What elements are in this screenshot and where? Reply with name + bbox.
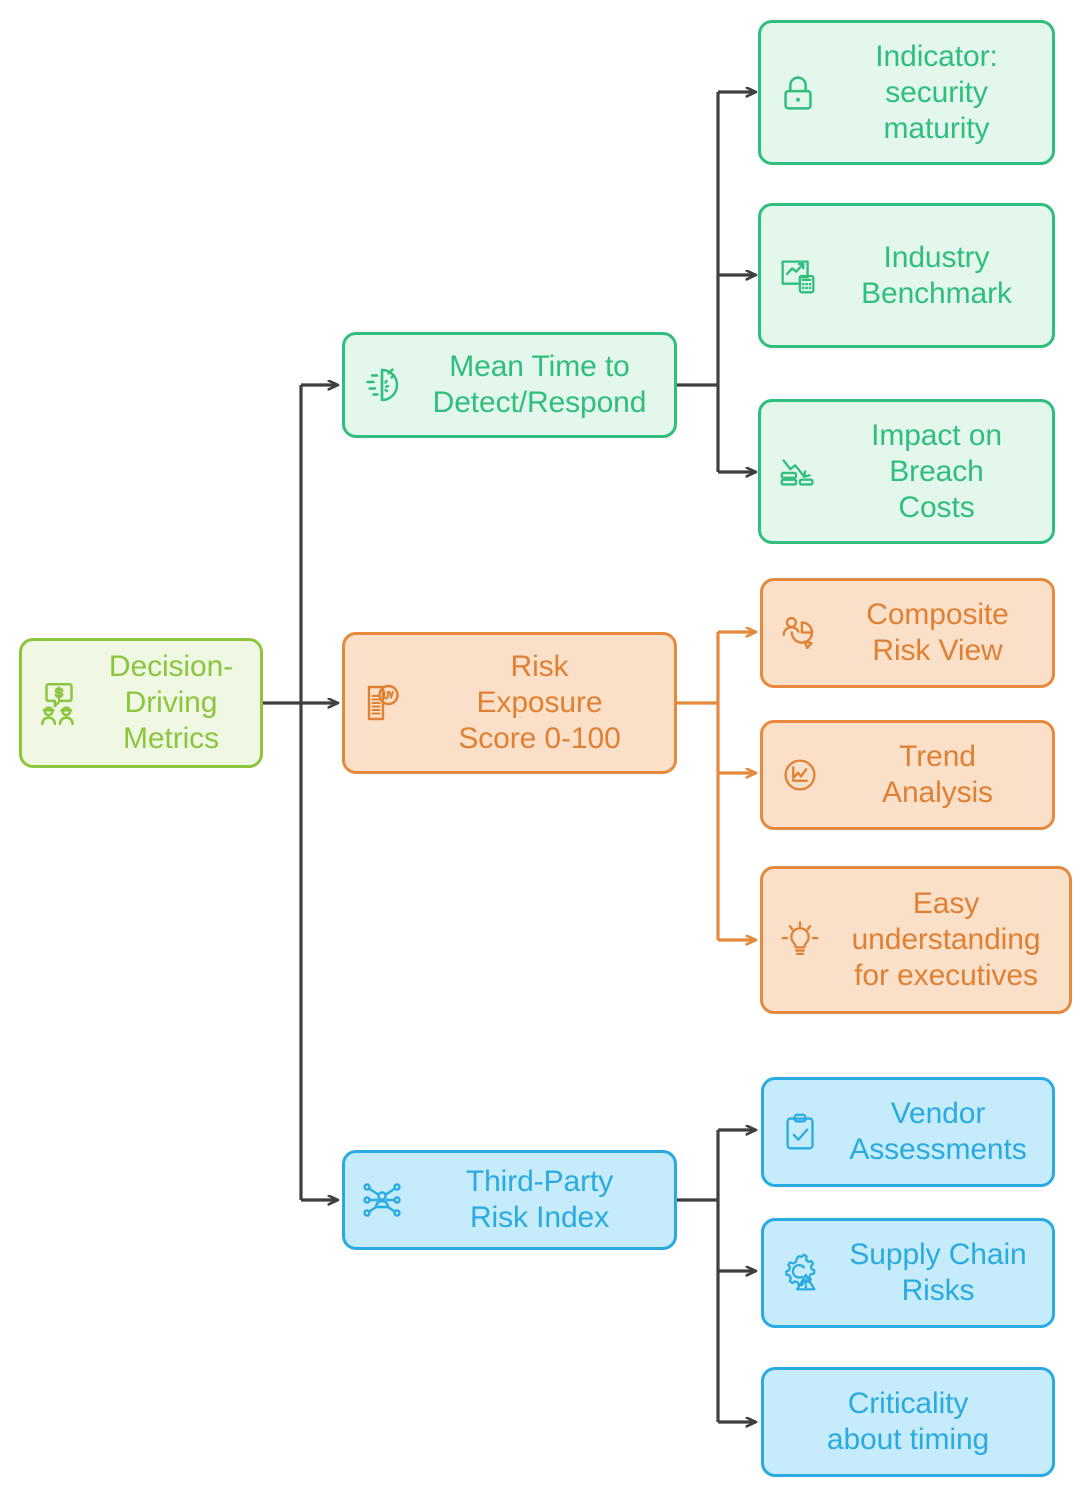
circle-line-chart-icon <box>773 748 827 802</box>
node-label: Criticality about timing <box>826 1387 990 1456</box>
node-label: Vendor Assessments <box>849 1097 1027 1166</box>
stopwatch-speed-icon <box>355 358 409 412</box>
node-label: Indicator: security maturity <box>875 39 998 145</box>
network-people-nodes-icon <box>355 1173 409 1227</box>
node-decision-driving-metrics[interactable]: Decision- Driving Metrics <box>19 638 263 768</box>
node-label: Decision- Driving Metrics <box>108 650 234 755</box>
node-label: Industry Benchmark <box>861 240 1012 310</box>
node-risk-exposure-score[interactable]: Risk Exposure Score 0-100 <box>342 632 677 774</box>
node-label: Risk Exposure Score 0-100 <box>458 650 621 755</box>
node-indicator-security-maturity[interactable]: Indicator: security maturity <box>758 20 1055 165</box>
node-criticality-about-timing[interactable]: Criticality about timing <box>761 1367 1055 1477</box>
document-uv-badge-icon <box>355 676 409 730</box>
node-trend-analysis[interactable]: Trend Analysis <box>760 720 1055 830</box>
node-label: Trend Analysis <box>882 740 993 809</box>
clipboard-check-icon <box>774 1105 828 1159</box>
lightbulb-icon <box>773 913 827 967</box>
gear-warning-icon <box>774 1246 828 1300</box>
node-mean-time-to-detect-respond[interactable]: Mean Time to Detect/Respond <box>342 332 677 438</box>
node-label: Supply Chain Risks <box>849 1238 1027 1307</box>
person-pie-chart-icon <box>773 606 827 660</box>
node-label: Impact on Breach Costs <box>871 418 1002 524</box>
people-dollar-speech-bubble-icon <box>32 676 86 730</box>
node-third-party-risk-index[interactable]: Third-Party Risk Index <box>342 1150 677 1250</box>
node-label: Composite Risk View <box>866 598 1009 667</box>
node-supply-chain-risks[interactable]: Supply Chain Risks <box>761 1218 1055 1328</box>
node-easy-understanding-for-executives[interactable]: Easy understanding for executives <box>760 866 1072 1014</box>
node-impact-on-breach-costs[interactable]: Impact on Breach Costs <box>758 399 1055 544</box>
node-vendor-assessments[interactable]: Vendor Assessments <box>761 1077 1055 1187</box>
node-label: Mean Time to Detect/Respond <box>432 350 647 419</box>
node-label: Easy understanding for executives <box>851 887 1041 992</box>
node-composite-risk-view[interactable]: Composite Risk View <box>760 578 1055 688</box>
chart-calculator-icon <box>771 249 825 303</box>
node-industry-benchmark[interactable]: Industry Benchmark <box>758 203 1055 348</box>
declining-cost-coins-icon <box>771 445 825 499</box>
lock-icon <box>771 66 825 120</box>
node-label: Third-Party Risk Index <box>465 1165 614 1234</box>
